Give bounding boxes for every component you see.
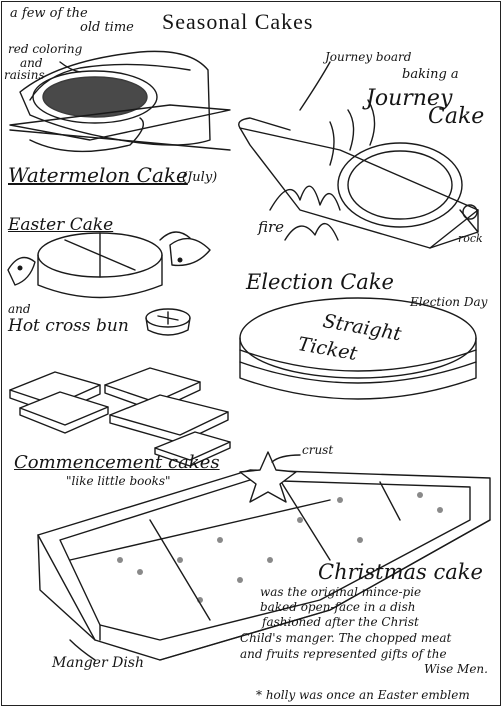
christmas-cake-drawing (37, 451, 491, 661)
christmas-text-2: baked open-face in a dish (260, 600, 416, 614)
commencement-caption: Commencement cakes (14, 452, 220, 473)
christmas-text-5: and fruits represented gifts of the (240, 647, 447, 661)
election-cake-drawing (239, 297, 477, 400)
christmas-text-6: Wise Men. (424, 662, 488, 676)
hot-cross-bun-caption: Hot cross bun (8, 316, 129, 336)
journey-title-1: Journey (366, 86, 453, 111)
journey-board-label: Journey board (325, 50, 412, 64)
watermelon-note-3: raisins (4, 68, 45, 82)
election-caption: Election Cake (246, 270, 394, 294)
header-prefix-2: old time (80, 20, 134, 35)
watermelon-note-2: and (20, 56, 43, 70)
header-prefix: a few of the (10, 6, 88, 21)
easter-cake-drawing (7, 231, 211, 336)
footnote: * holly was once an Easter emblem (256, 688, 470, 702)
watermelon-caption: Watermelon Cake (8, 163, 188, 187)
manger-dish-label: Manger Dish (52, 655, 144, 671)
commencement-subcaption: "like little books" (66, 474, 171, 488)
watermelon-note-1: red coloring (8, 42, 83, 56)
journey-fire-label: fire (258, 218, 285, 236)
crust-label: crust (302, 443, 334, 457)
christmas-title: Christmas cake (318, 560, 483, 584)
christmas-text-1: was the original mince-pie (260, 585, 422, 599)
christmas-text-3: fashioned after the Christ (262, 615, 419, 629)
journey-rock-label: rock (458, 232, 483, 245)
watermelon-cake-drawing (9, 50, 231, 153)
easter-and: and (8, 302, 31, 316)
easter-caption: Easter Cake (8, 215, 114, 235)
commencement-cakes-drawing (9, 367, 231, 467)
journey-title-2: Cake (428, 104, 485, 129)
election-day: Election Day (410, 295, 488, 309)
journey-cake-drawing (238, 99, 479, 249)
page-title: Seasonal Cakes (162, 9, 314, 34)
christmas-text-4: Child's manger. The chopped meat (240, 631, 452, 645)
journey-action: baking a (402, 67, 459, 82)
leader-lines (59, 61, 331, 661)
watermelon-month: (July) (182, 170, 218, 185)
